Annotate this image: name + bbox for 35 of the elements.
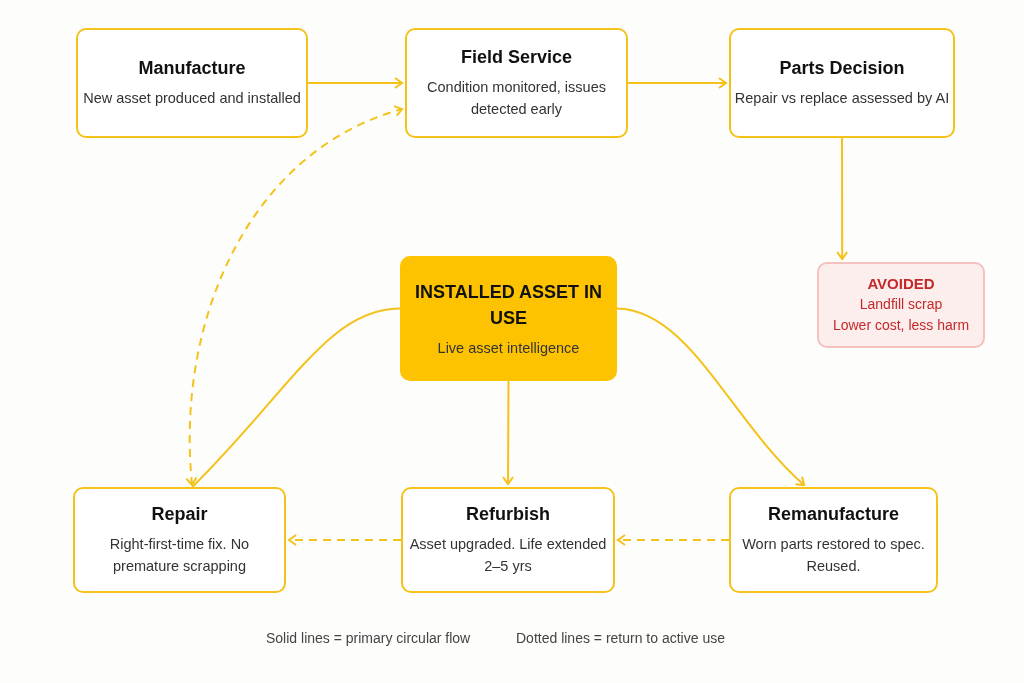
node-title: Manufacture bbox=[138, 57, 246, 79]
process-box bbox=[729, 28, 955, 138]
node-title: Remanufacture bbox=[767, 503, 899, 525]
node-title: Repair bbox=[151, 503, 208, 525]
arrow bbox=[616, 307, 806, 486]
arrow bbox=[307, 77, 403, 89]
process-box bbox=[76, 28, 308, 138]
node-title: Refurbish bbox=[466, 503, 550, 525]
node-description: Lower cost, less harm bbox=[832, 315, 970, 335]
process-box bbox=[729, 487, 938, 593]
arrow bbox=[502, 380, 515, 485]
arrow bbox=[288, 534, 402, 546]
node-description: Condition monitored, issues detected early bbox=[426, 77, 607, 119]
node-description: Worn parts restored to spec. Reused. bbox=[741, 534, 926, 576]
alert-box bbox=[817, 262, 985, 348]
arrow bbox=[185, 105, 404, 486]
node-description: New asset produced and installed bbox=[83, 88, 301, 108]
process-box bbox=[401, 487, 615, 593]
node-title: Field Service bbox=[460, 46, 573, 68]
highlight-box bbox=[400, 256, 617, 381]
legend-note: Solid lines = primary circular flow bbox=[266, 630, 471, 646]
node-description: Landfill scrap bbox=[859, 294, 943, 314]
legend-note: Dotted lines = return to active use bbox=[516, 630, 725, 646]
node-description: Asset upgraded. Life extended 2–5 yrs bbox=[408, 534, 608, 576]
process-box bbox=[405, 28, 628, 138]
node-description: Live asset intelligence bbox=[437, 338, 580, 358]
node-title: AVOIDED bbox=[867, 274, 935, 292]
arrow bbox=[627, 77, 727, 89]
process-box bbox=[73, 487, 286, 593]
arrow bbox=[617, 534, 730, 546]
arrow bbox=[836, 137, 849, 260]
node-description: Repair vs replace assessed by AI bbox=[734, 88, 950, 108]
node-title: INSTALLED ASSET IN USE bbox=[414, 280, 603, 330]
node-description: Right-first-time fix. No premature scrapping bbox=[108, 534, 251, 576]
node-title: Parts Decision bbox=[779, 57, 905, 79]
